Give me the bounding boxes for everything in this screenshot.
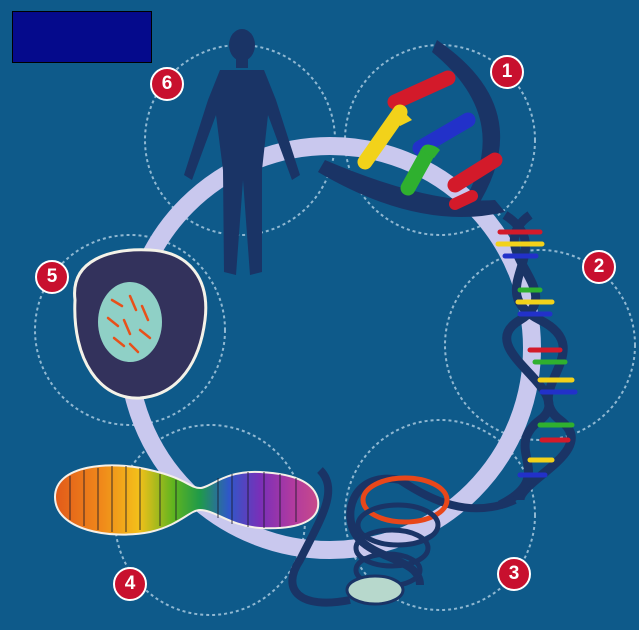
nucleus — [98, 282, 162, 362]
coiled-chromatin-icon — [288, 467, 517, 607]
step-circle-2 — [444, 249, 636, 441]
step-badge-1: 1 — [490, 55, 524, 89]
label-box — [12, 11, 152, 63]
step-circle-3 — [344, 419, 536, 611]
cell-nucleus-icon — [73, 248, 208, 400]
step-badge-6: 6 — [150, 67, 184, 101]
step-badge-4: 4 — [113, 567, 147, 601]
human-body-icon — [184, 29, 300, 275]
step-badge-2: 2 — [582, 250, 616, 284]
step-badge-3: 3 — [497, 557, 531, 591]
double-helix-icon — [495, 211, 578, 510]
step-badge-5: 5 — [35, 260, 69, 294]
chromosome-icon — [53, 464, 320, 536]
step-circle-5 — [34, 234, 226, 426]
dna-base-pairs-icon — [318, 40, 505, 217]
